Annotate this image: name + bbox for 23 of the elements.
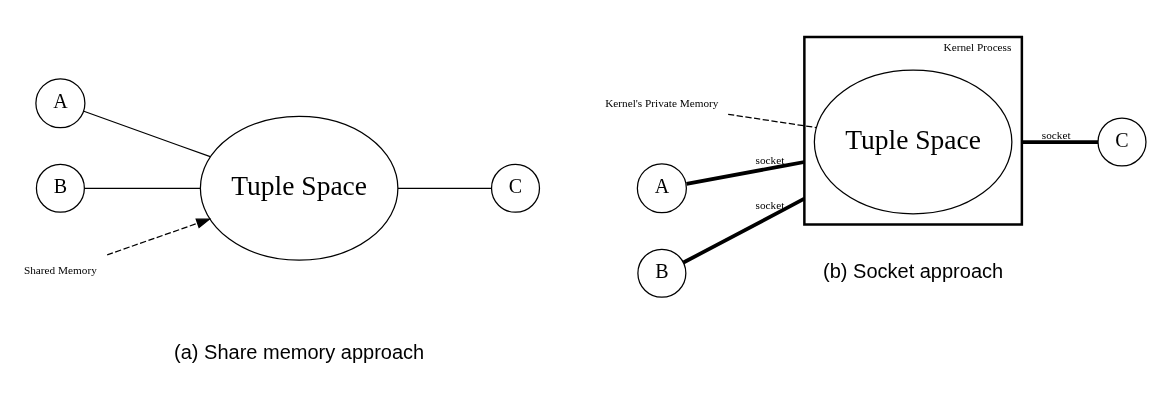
connector xyxy=(727,113,817,129)
connector xyxy=(682,197,806,265)
connector xyxy=(1021,140,1099,144)
connector xyxy=(83,110,211,158)
connector xyxy=(397,187,493,189)
connector xyxy=(686,160,805,186)
node-text: Shared Memory xyxy=(24,263,97,276)
node-circle: A xyxy=(636,163,687,214)
node-circle: B xyxy=(637,248,687,298)
node-circle: A xyxy=(35,78,86,129)
edge-label: socket xyxy=(755,153,785,166)
node-circle: C xyxy=(490,163,541,213)
label: (a) Share memory approach xyxy=(174,341,425,364)
edge-label: socket xyxy=(755,198,785,211)
arrow xyxy=(106,218,212,256)
connector xyxy=(83,187,201,189)
node-text: Kernel's Private Memory xyxy=(605,97,719,110)
label: (b) Socket approach xyxy=(823,260,1004,282)
edge-label: socket xyxy=(1041,128,1071,141)
node-circle: C xyxy=(1097,117,1147,167)
node-ellipse: Tuple Space xyxy=(199,115,399,261)
node-ellipse: Tuple Space xyxy=(813,69,1013,215)
node-circle: B xyxy=(35,163,85,213)
